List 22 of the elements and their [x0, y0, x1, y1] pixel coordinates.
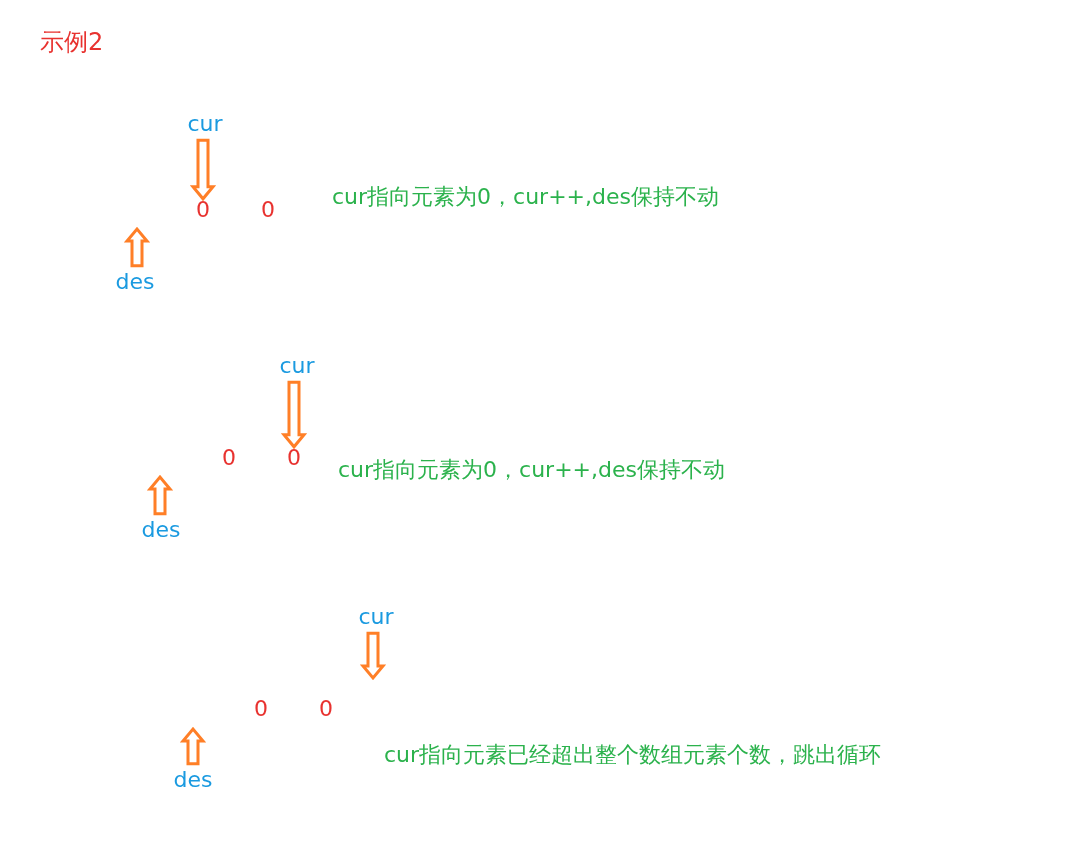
pointer-label: cur: [279, 352, 315, 380]
pointer-label: des: [115, 268, 155, 296]
step-note: cur指向元素为0，cur++,des保持不动: [332, 183, 719, 211]
step-note: cur指向元素已经超出整个数组元素个数，跳出循环: [384, 741, 882, 769]
pointer-arrow: [146, 474, 174, 516]
pointer-label: des: [141, 516, 181, 544]
pointer-label: cur: [358, 603, 394, 631]
pointer-arrow: [189, 138, 217, 202]
array-element: 0: [196, 196, 210, 224]
array-element: 0: [254, 695, 268, 723]
pointer-arrow: [280, 380, 308, 450]
pointer-arrow: [123, 226, 151, 268]
array-element: 0: [261, 196, 275, 224]
step-note: cur指向元素为0，cur++,des保持不动: [338, 456, 725, 484]
array-element: 0: [287, 444, 301, 472]
pointer-arrow: [359, 631, 387, 681]
pointer-arrow: [179, 726, 207, 766]
pointer-label: cur: [187, 110, 223, 138]
array-element: 0: [319, 695, 333, 723]
pointer-label: des: [173, 766, 213, 794]
array-element: 0: [222, 444, 236, 472]
title: 示例2: [40, 27, 104, 57]
